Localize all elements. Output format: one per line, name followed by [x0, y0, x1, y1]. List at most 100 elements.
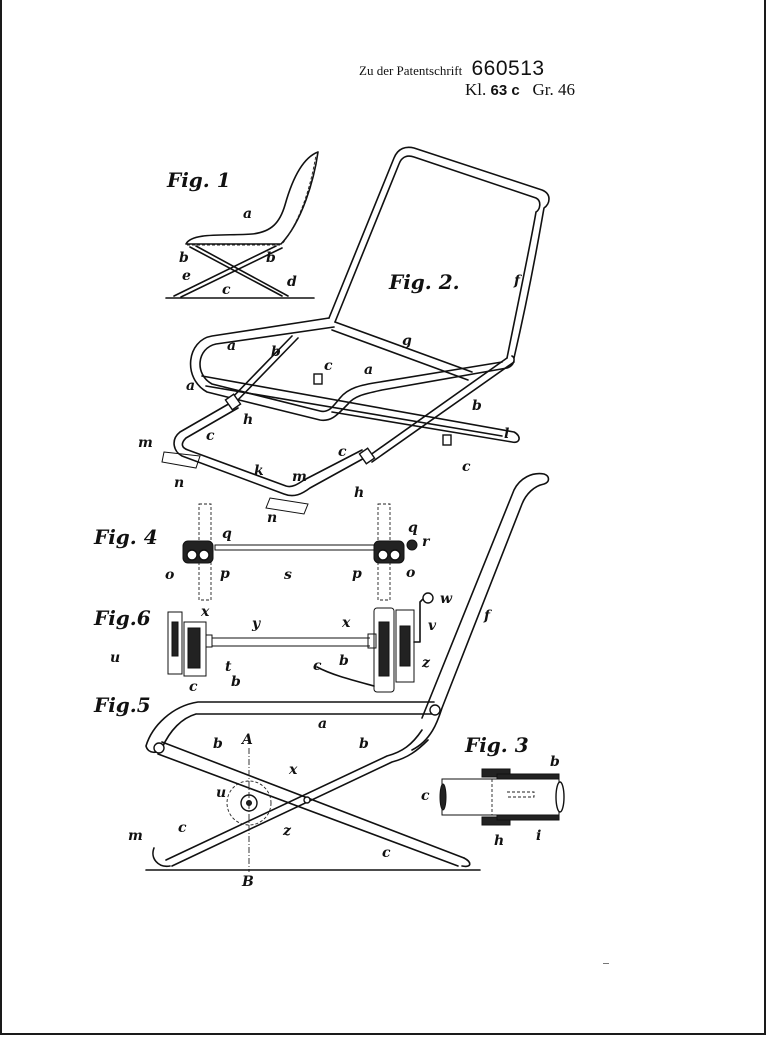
fig2-sleeve-h-right — [358, 447, 376, 465]
fig4-ref-o-left: o — [165, 567, 174, 583]
fig4-bolt-right-2 — [389, 549, 401, 561]
fig2-seat-frame-outer — [189, 317, 515, 422]
fig2-ref-m-left: m — [138, 435, 153, 451]
fig2-leg-b-front — [227, 335, 299, 405]
fig5-ref-m: m — [128, 828, 143, 844]
fig5-ref-c-left: c — [178, 820, 187, 836]
fig2-ref-c-mid: c — [338, 444, 347, 460]
fig3-tube-b-bottom — [496, 814, 560, 821]
fig1-ref-d: d — [287, 274, 297, 290]
fig2-cross-bar-g — [331, 321, 473, 381]
fig4-ref-q-left: q — [222, 526, 232, 542]
fig6-ref-w: w — [440, 591, 453, 607]
fig6-right-housing-2 — [395, 609, 415, 683]
fig2-seat-frame-inner — [199, 326, 503, 413]
fig5-center-pivot — [303, 796, 311, 804]
fig2-ref-l: l — [504, 426, 509, 442]
fig2-ref-n-left: n — [174, 475, 184, 491]
fig5-arm-a — [145, 701, 435, 754]
fig4-ref-p-left: p — [220, 566, 230, 582]
fig5-ref-B: B — [241, 874, 254, 890]
fig4-ref-r: r — [422, 534, 431, 550]
fig4-ref-s: s — [284, 567, 292, 583]
figure-2-caption: Fig. 2. — [388, 270, 460, 294]
fig5-ref-u: u — [216, 785, 226, 801]
figure-2: Fig. 2. f g a — [138, 146, 550, 526]
fig3-ref-h: h — [494, 833, 504, 849]
fig2-ref-g: g — [402, 333, 412, 349]
figure-4: Fig. 4 q q o o p p s r — [93, 503, 431, 601]
fig6-left-gear-u — [171, 621, 179, 657]
fig5-back-f — [411, 472, 550, 751]
fig1-ref-b-right: b — [266, 250, 276, 266]
fig5-pivot-front — [153, 742, 165, 754]
fig4-knob-r — [406, 539, 418, 551]
fig2-ref-a-left: a — [227, 338, 236, 354]
fig3-tube-b-top — [496, 773, 560, 780]
fig3-sleeve-h-top — [481, 768, 511, 778]
fig2-ref-b-top: b — [271, 344, 281, 360]
fig2-sleeve-h-left — [224, 393, 242, 411]
sheet-header-line1: Zu der Patentschrift 660513 — [359, 57, 545, 81]
figure-1: Fig. 1 a b b e c d — [165, 151, 319, 299]
fig1-ref-c: c — [222, 282, 231, 298]
fig2-ref-a-mid: a — [364, 362, 373, 378]
fig5-front-foot-m — [152, 847, 171, 868]
fig4-ref-q-right: q — [408, 520, 418, 536]
fig2-ref-h-left: h — [243, 412, 253, 428]
fig6-ref-v: v — [428, 618, 437, 634]
fig6-left-housing — [183, 621, 207, 677]
fig3-slot-i — [507, 791, 535, 798]
fig4-bolt-right-1 — [377, 549, 389, 561]
fig6-right-housing — [373, 607, 395, 693]
fig4-ref-o-right: o — [406, 565, 415, 581]
fig1-leg-rear — [173, 245, 283, 298]
fig6-ref-y: y — [251, 616, 261, 632]
fig5-rear-foot — [461, 857, 471, 868]
fig6-ref-u: u — [110, 650, 120, 666]
fig6-ref-c-right: c — [313, 658, 322, 674]
fig5-ref-A: A — [240, 732, 253, 748]
fig6-right-gear-x — [378, 621, 390, 677]
fig2-ref-c-top: c — [324, 358, 333, 374]
fig2-foot-plate-left — [161, 451, 201, 469]
fig5-ref-f: f — [483, 608, 493, 624]
fig4-bolt-left-2 — [198, 549, 210, 561]
fig2-ref-c-left: c — [206, 428, 215, 444]
fig3-tube-c — [441, 778, 560, 816]
fig2-ref-c-right: c — [462, 459, 471, 475]
header-prefix: Zu der Patentschrift — [359, 63, 463, 78]
fig2-ref-f: f — [513, 273, 523, 289]
class-label: Kl. — [465, 80, 487, 99]
fig2-base-frame-outer — [173, 401, 369, 497]
fig6-lever-c — [316, 666, 375, 687]
fig3-tube-end-left — [439, 783, 447, 811]
fig2-leg-b-rear — [365, 357, 515, 463]
patent-number: 660513 — [471, 57, 545, 80]
fig2-foot-plate-right — [265, 497, 309, 515]
fig3-sleeve-h-bottom — [481, 816, 511, 826]
figure-5: Fig.5 a b b A B x — [93, 472, 550, 890]
class-value: 63 c — [490, 82, 520, 99]
fig5-ref-b-right: b — [359, 736, 369, 752]
figure-3: Fig. 3 b c h i — [421, 733, 565, 849]
fig6-ref-b-right: b — [339, 653, 349, 669]
figure-3-caption: Fig. 3 — [464, 733, 529, 757]
fig6-ref-x-right: x — [341, 615, 351, 631]
fig2-ref-n-right: n — [267, 510, 277, 526]
fig1-ref-b-left: b — [179, 250, 189, 266]
fig3-ref-c: c — [421, 788, 430, 804]
fig6-ref-t: t — [225, 659, 232, 675]
fig5-ref-x: x — [288, 762, 298, 778]
fig6-crank-arm — [413, 597, 425, 643]
fig5-ref-z: z — [282, 823, 292, 839]
sheet-header-line2: Kl. 63 c Gr. 46 — [465, 80, 575, 100]
fig1-ref-a: a — [243, 206, 252, 222]
fig6-ref-z: z — [421, 655, 431, 671]
fig5-gear-outline-u — [226, 780, 272, 826]
fig2-ref-k: k — [254, 463, 264, 479]
fig6-shaft-y — [212, 637, 370, 647]
fig5-leg-b-to-c-rear — [157, 741, 465, 867]
fig1-seat-stitching — [187, 154, 317, 246]
